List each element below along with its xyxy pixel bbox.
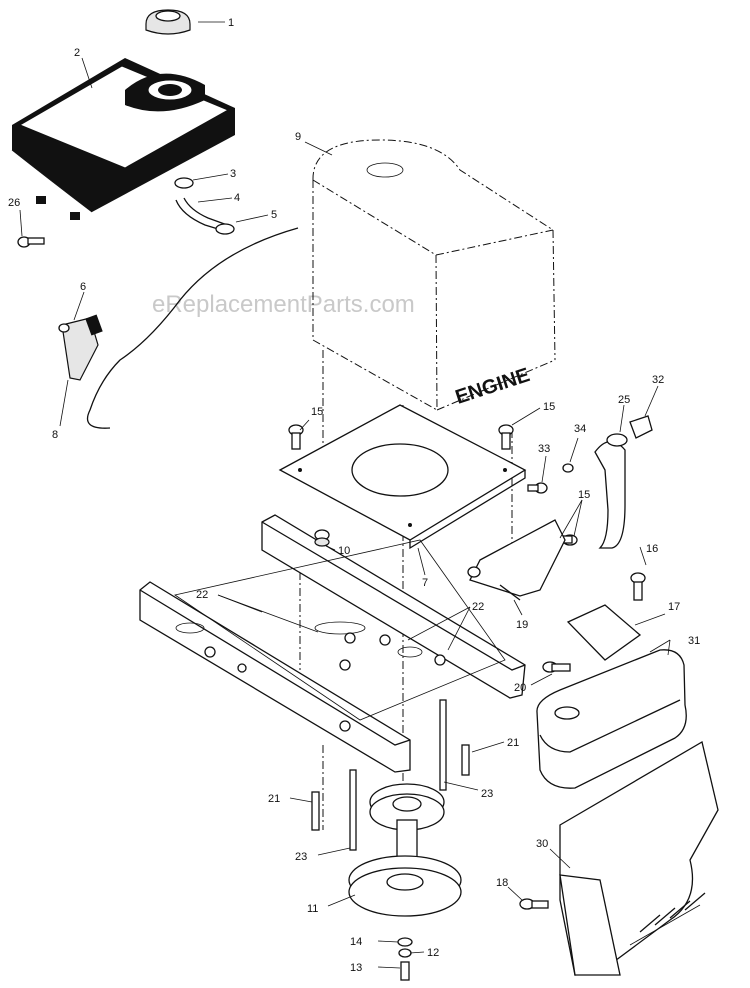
callout-7: 7	[422, 577, 428, 589]
engine-label: ENGINE	[453, 364, 533, 409]
callout-32: 32	[652, 374, 664, 386]
engine-block-part: ENGINE	[312, 139, 556, 411]
fuel-cap-part	[145, 9, 191, 35]
callout-34: 34	[574, 423, 586, 435]
callout-15-left: 15	[311, 406, 323, 418]
pulley-part	[348, 783, 462, 981]
muffler-guard-part	[519, 740, 719, 976]
callout-26: 26	[8, 197, 20, 209]
callout-21-left: 21	[268, 793, 280, 805]
callout-17: 17	[668, 601, 680, 613]
guard-slots	[639, 892, 706, 933]
callout-5: 5	[271, 209, 277, 221]
bolts-21-23-part	[311, 699, 470, 851]
callout-4: 4	[234, 192, 240, 204]
callout-8: 8	[52, 429, 58, 441]
callout-31: 31	[688, 635, 700, 647]
callout-22-left: 22	[196, 589, 208, 601]
callout-30: 30	[536, 838, 548, 850]
spacer-10-part	[314, 537, 330, 547]
callout-23-left: 23	[295, 851, 307, 863]
callout-20: 20	[514, 682, 526, 694]
mounting-plate-part	[278, 404, 527, 550]
throttle-control-part	[58, 227, 299, 429]
callout-18: 18	[496, 877, 508, 889]
callout-33: 33	[538, 443, 550, 455]
fuel-tank-part	[11, 58, 235, 220]
frame-part	[139, 514, 526, 773]
leader-lines	[19, 21, 671, 969]
callout-15-bracket: 15	[578, 489, 590, 501]
callout-22-right: 22	[472, 601, 484, 613]
callout-2: 2	[74, 47, 80, 59]
callout-9: 9	[295, 131, 301, 143]
callout-15-right: 15	[543, 401, 555, 413]
callout-11: 11	[307, 903, 318, 915]
callout-14: 14	[350, 936, 362, 948]
bolt-26-part	[17, 236, 45, 248]
callout-23-right: 23	[481, 788, 493, 800]
callout-6: 6	[80, 281, 86, 293]
callout-16: 16	[646, 543, 658, 555]
muffler-plate-part	[542, 572, 646, 673]
callouts: 1 2 3 4 5 6 7 8 9 10 11 12 13 14 15 15 1…	[8, 17, 700, 974]
callout-13: 13	[350, 962, 362, 974]
callout-10: 10	[338, 545, 350, 557]
muffler-bracket-part	[467, 519, 566, 601]
callout-1: 1	[228, 17, 234, 29]
fuel-hose-part	[174, 177, 235, 235]
callout-12: 12	[427, 947, 439, 959]
callout-21-right: 21	[507, 737, 519, 749]
callout-19: 19	[516, 619, 528, 631]
bolts-15-part	[288, 424, 578, 546]
watermark-text: eReplacementParts.com	[152, 291, 415, 318]
muffler-part	[536, 649, 687, 789]
callout-25: 25	[618, 394, 630, 406]
callout-3: 3	[230, 168, 236, 180]
exhaust-pipe-part	[527, 415, 653, 549]
